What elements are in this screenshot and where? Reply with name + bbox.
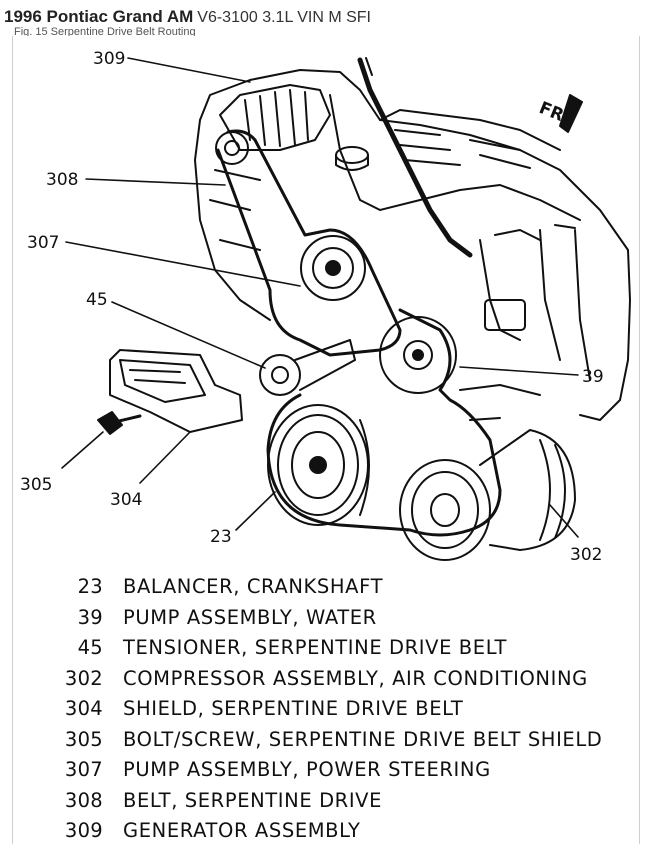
engine-subtitle: V6-3100 3.1L VIN M SFI: [197, 9, 371, 26]
callout-304: 304: [110, 490, 142, 510]
legend-description: SHIELD, SERPENTINE DRIVE BELT: [123, 697, 464, 720]
legend-description: COMPRESSOR ASSEMBLY, AIR CONDITIONING: [123, 666, 588, 690]
power-steering-pump: [300, 235, 366, 301]
legend-number: 309: [64, 819, 103, 842]
legend-row: 309 GENERATOR ASSEMBLY: [40, 816, 640, 847]
callout-23: 23: [210, 527, 232, 547]
legend-row: 308 BELT, SERPENTINE DRIVE: [40, 786, 640, 817]
figure-frame: [12, 36, 640, 844]
legend-description: PUMP ASSEMBLY, POWER STEERING: [123, 758, 491, 781]
callout-307: 307: [27, 233, 59, 253]
callout-leaders: [61, 57, 579, 538]
ac-compressor: [399, 429, 576, 561]
legend-description: BALANCER, CRANKSHAFT: [123, 575, 384, 598]
legend-description: BELT, SERPENTINE DRIVE: [123, 788, 383, 812]
generator-assembly: [215, 84, 331, 165]
legend-description: BOLT/SCREW, SERPENTINE DRIVE BELT SHIELD: [123, 727, 603, 751]
legend-row: 302 COMPRESSOR ASSEMBLY, AIR CONDITIONING: [40, 664, 640, 695]
legend-description: PUMP ASSEMBLY, WATER: [123, 605, 377, 629]
legend-number: 305: [64, 727, 103, 751]
callout-302: 302: [570, 545, 602, 565]
legend-row: 45 TENSIONER, SERPENTINE DRIVE BELT: [40, 633, 640, 664]
belt-shield: [109, 349, 243, 433]
legend-number: 45: [77, 636, 103, 659]
legend-number: 308: [64, 788, 103, 812]
legend-row: 39 PUMP ASSEMBLY, WATER: [40, 603, 640, 634]
shield-bolt: [97, 411, 142, 435]
legend-description: TENSIONER, SERPENTINE DRIVE BELT: [123, 636, 507, 659]
legend-number: 23: [77, 575, 103, 598]
callout-308: 308: [46, 170, 78, 190]
legend-number: 304: [64, 697, 103, 720]
belt-tensioner: [259, 339, 356, 396]
legend-number: 307: [64, 758, 103, 781]
belt-routing-diagram: FRT 309 308 307 45 305 304 23 39 302: [20, 49, 631, 565]
legend-row: 307 PUMP ASSEMBLY, POWER STEERING: [40, 755, 640, 786]
crankshaft-balancer: [267, 404, 370, 526]
legend-row: 305 BOLT/SCREW, SERPENTINE DRIVE BELT SHI…: [40, 725, 640, 756]
vehicle-title: 1996 Pontiac Grand AM: [4, 7, 194, 26]
callout-305: 305: [20, 475, 52, 495]
legend-row: 304 SHIELD, SERPENTINE DRIVE BELT: [40, 694, 640, 725]
serpentine-belt: [216, 129, 502, 537]
engine-block: [194, 57, 631, 421]
figure-caption: Fig. 15 Serpentine Drive Belt Routing: [14, 27, 196, 36]
callout-309: 309: [93, 49, 125, 69]
callout-39: 39: [582, 367, 604, 387]
water-pump: [379, 316, 457, 394]
legend-description: GENERATOR ASSEMBLY: [123, 819, 361, 842]
legend-number: 302: [64, 666, 103, 690]
legend-row: 23 BALANCER, CRANKSHAFT: [40, 572, 640, 603]
callout-45: 45: [86, 290, 108, 310]
front-arrow-icon: [559, 94, 583, 133]
legend-number: 39: [77, 605, 103, 629]
